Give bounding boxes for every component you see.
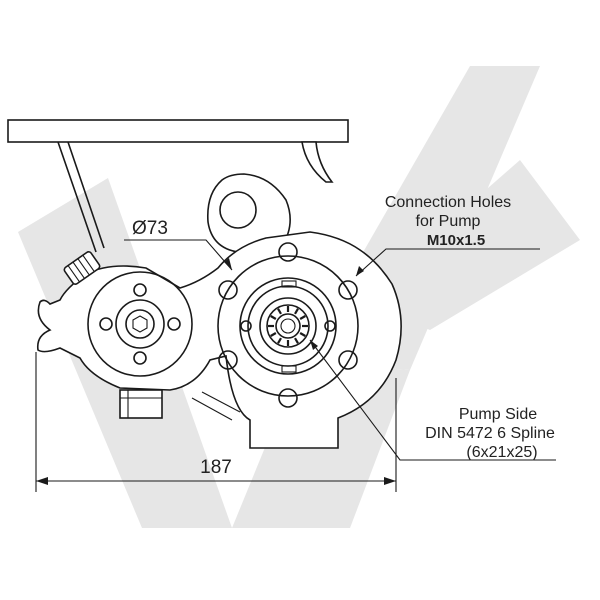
left-flange [87, 271, 193, 377]
upper-lobe-hole [219, 191, 257, 229]
spline-shaft [259, 297, 317, 355]
spline-tooth [270, 332, 277, 337]
plate-hook [301, 141, 334, 183]
spline-tooth [277, 308, 282, 315]
spline-tooth [270, 315, 277, 320]
width-dimension [35, 352, 397, 492]
lower-bracket [119, 389, 163, 419]
upper-lobe [206, 173, 291, 253]
spline-tooth [294, 308, 299, 315]
spline-tooth [294, 337, 299, 344]
thread-size-label: M10x1.5 [427, 232, 485, 249]
connection-holes-label-2: for Pump [416, 213, 481, 230]
width-dimension-label: 187 [200, 457, 232, 478]
connection-holes-label-1: Connection Holes [385, 194, 511, 211]
pump-side-flange [217, 255, 359, 397]
fitting-nozzle [63, 251, 101, 285]
pump-side-label-3: (6x21x25) [466, 444, 537, 461]
housing-ribs [191, 391, 241, 421]
spline-tooth [277, 337, 282, 344]
pump-side-leader [309, 339, 556, 461]
keyway-top [281, 280, 297, 288]
connection-holes-leader [355, 248, 540, 277]
pump-connection-holes [218, 242, 358, 408]
pump-side-label-1: Pump Side [459, 406, 537, 423]
diameter-callout [124, 239, 233, 271]
top-flange-plate [7, 119, 349, 143]
pump-side-label-2: DIN 5472 6 Spline [425, 425, 555, 442]
lower-bracket-detail [120, 390, 162, 418]
support-strut [57, 141, 105, 253]
diameter-label: Ø73 [132, 218, 168, 239]
spline-tooth [299, 332, 306, 337]
keyway-bottom [281, 365, 297, 373]
spline-tooth [299, 315, 306, 320]
